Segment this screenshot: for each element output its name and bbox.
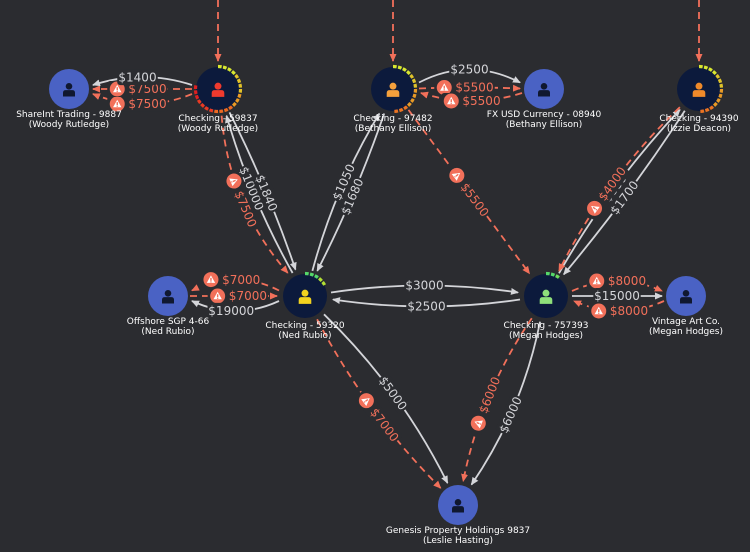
warning-triangle-icon (591, 303, 607, 319)
risk-score-ring (698, 64, 724, 114)
node-label: Vintage Art Co. (652, 317, 720, 327)
node-owner: (Izzie Deacon) (667, 124, 731, 134)
warning-triangle-icon (587, 200, 603, 216)
node-owner: (Bethany Ellison) (506, 120, 582, 130)
node-label: ShareInt Trading - 9887 (16, 110, 122, 120)
edge-amount: $2500 (407, 300, 445, 314)
warning-triangle-icon (210, 288, 226, 304)
warning-triangle-icon (589, 273, 605, 289)
node-chk94390[interactable]: Checking - 94390(Izzie Deacon) (659, 64, 739, 135)
node-owner: (Ned Rubio) (278, 331, 331, 341)
edge-amount: $7000 (222, 273, 260, 287)
warning-triangle-icon (443, 93, 459, 109)
alert-edge-label: $5500 (434, 79, 495, 96)
edge-label: $15000 (593, 288, 641, 304)
risk-score-ring (304, 271, 327, 286)
person-icon (211, 82, 225, 97)
person-icon (680, 290, 692, 304)
alert-edge-label: $5500 (445, 163, 493, 220)
node-owner: (Woody Rutledge) (29, 120, 109, 130)
node-label: FX USD Currency - 08940 (487, 110, 602, 120)
warning-triangle-icon (109, 81, 125, 97)
node-vintage[interactable]: Vintage Art Co.(Megan Hodges) (649, 276, 723, 337)
alert-edge-label: $8000 (588, 303, 650, 319)
node-shareint[interactable]: ShareInt Trading - 9887(Woody Rutledge) (16, 69, 122, 130)
warning-triangle-icon (226, 173, 242, 189)
edge-amount: $2500 (450, 63, 488, 77)
node-owner: (Megan Hodges) (649, 327, 723, 337)
warning-triangle-icon (203, 272, 219, 288)
person-icon (538, 83, 550, 97)
person-icon (539, 289, 553, 304)
alert-transaction-edge[interactable] (316, 318, 442, 489)
person-icon (386, 82, 400, 97)
person-icon (452, 499, 464, 513)
node-label: Checking - 59320 (265, 321, 344, 331)
transaction-edge[interactable] (323, 313, 449, 484)
alert-edge-label: $7500 (107, 95, 168, 112)
edge-amount: $19000 (208, 304, 254, 318)
person-icon (692, 82, 706, 97)
person-icon (63, 83, 75, 97)
edge-amount: $8000 (610, 304, 648, 318)
edge-amount: $5500 (455, 81, 493, 95)
warning-triangle-icon (358, 393, 374, 409)
node-chk59320[interactable]: Checking - 59320(Ned Rubio) (265, 271, 345, 342)
node-owner: (Leslie Hasting) (423, 536, 493, 546)
node-label: Genesis Property Holdings 9837 (386, 526, 530, 536)
edge-amount: $5500 (462, 94, 500, 108)
edge-amount: $7500 (128, 97, 166, 111)
node-owner: (Ned Rubio) (141, 327, 194, 337)
edge-amount: $8000 (608, 274, 646, 288)
edge-amount: $6000 (476, 375, 503, 416)
node-label: Checking - 97482 (353, 114, 432, 124)
node-chk75739[interactable]: Checking - 757393(Megan Hodges) (504, 271, 589, 342)
edge-amount: $6000 (497, 395, 525, 436)
edge-label: $3000 (404, 277, 445, 294)
edge-amount: $7500 (128, 82, 166, 96)
node-fx08940[interactable]: FX USD Currency - 08940(Bethany Ellison) (487, 69, 602, 130)
node-owner: (Bethany Ellison) (355, 124, 431, 134)
nodes-layer: ShareInt Trading - 9887(Woody Rutledge)C… (16, 64, 739, 546)
warning-triangle-icon (109, 96, 125, 112)
node-owner: (Woody Rutledge) (178, 124, 258, 134)
risk-score-ring (392, 64, 418, 114)
edge-label: $1400 (117, 69, 158, 86)
node-label: Checking - 94390 (659, 114, 738, 124)
node-owner: (Megan Hodges) (509, 331, 583, 341)
node-offshore[interactable]: Offshore SGP 4-66(Ned Rubio) (127, 276, 210, 337)
warning-triangle-icon (470, 415, 486, 431)
node-label: Checking - 757393 (504, 321, 589, 331)
edge-amount: $3000 (405, 279, 443, 293)
warning-triangle-icon (449, 167, 465, 183)
node-chk97482[interactable]: Checking - 97482(Bethany Ellison) (353, 64, 433, 135)
alert-edge-label: $5500 (441, 93, 502, 109)
person-icon (162, 290, 174, 304)
edge-amount: $15000 (594, 289, 640, 303)
edge-label: $2500 (406, 298, 447, 315)
node-label: Offshore SGP 4-66 (127, 317, 210, 327)
edge-label: $2500 (449, 61, 490, 78)
alert-edge-label: $7000 (200, 271, 262, 288)
risk-score-ring (193, 64, 243, 114)
node-genesis[interactable]: Genesis Property Holdings 9837(Leslie Ha… (386, 485, 530, 546)
alert-edge-label: $7000 (207, 288, 269, 304)
edge-amount: $1400 (118, 70, 156, 84)
edge-label: $19000 (207, 302, 255, 319)
edge-label: $6000 (495, 394, 526, 436)
risk-score-ring (545, 271, 560, 279)
node-chk59837[interactable]: Checking - 59837(Woody Rutledge) (178, 64, 258, 135)
warning-triangle-icon (436, 80, 452, 95)
edge-amount: $7000 (229, 289, 267, 303)
alert-edge-label: $8000 (586, 273, 648, 289)
node-label: Checking - 59837 (178, 114, 257, 124)
person-icon (298, 289, 312, 304)
